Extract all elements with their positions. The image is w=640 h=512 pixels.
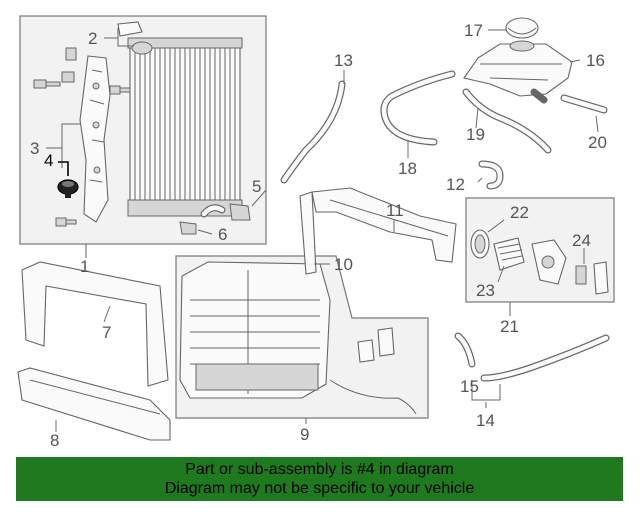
callout-12: 12 [446,175,465,194]
air-deflector-7 [21,261,169,387]
banner-line-2: Diagram may not be specific to your vehi… [164,480,475,497]
callout-15: 15 [460,377,479,396]
callout-20: 20 [588,133,607,152]
pipe-14 [480,334,610,382]
clip [61,71,75,83]
callout-21: 21 [500,317,519,336]
callout-1: 1 [80,257,89,276]
mount-grommet [131,41,153,55]
lower-deflector-8 [17,367,171,441]
parts-diagram: 1 2 3 4 5 6 7 8 9 10 11 12 13 14 15 16 1… [17,15,615,450]
callout-9: 9 [300,425,309,444]
callout-14: 14 [476,411,495,430]
clip [65,47,77,61]
callout-18: 18 [398,159,417,178]
callout-23: 23 [476,281,495,300]
callout-16: 16 [586,51,605,70]
banner-line-1: Part or sub-assembly is #4 in diagram [185,461,454,478]
thermostat-kit-panel [465,197,615,303]
callout-4: 4 [44,151,53,170]
callout-7: 7 [102,323,111,342]
callout-19: 19 [466,125,485,144]
sensor [179,221,197,235]
bolt [55,217,77,227]
part-24-sensor [575,265,587,285]
callout-17: 17 [464,21,483,40]
callout-3: 3 [30,139,39,158]
hose-12 [478,160,504,190]
callout-13: 13 [334,51,353,70]
callout-10: 10 [334,255,353,274]
hose-18 [380,70,456,146]
callouts: 1 2 3 4 5 6 7 8 9 10 11 12 13 14 15 16 1… [30,21,607,450]
callout-5: 5 [252,177,261,196]
hose-15 [454,332,476,368]
mount-insulator [117,21,143,37]
callout-6: 6 [218,225,227,244]
radiator-assembly-panel [19,15,267,245]
callout-11: 11 [386,201,404,220]
bolt [109,85,131,95]
coolant-reservoir [463,17,573,104]
hose-19 [462,88,552,154]
drain-valve [229,203,251,221]
bolt [33,79,61,89]
info-banner: Part or sub-assembly is #4 in diagram Di… [16,457,623,501]
part-17-cap [505,17,539,39]
side-bracket [79,55,111,223]
radiator-core [127,37,243,217]
part-4-grommet [57,179,79,198]
shutter-assembly-panel [175,255,429,419]
side-baffle [299,191,317,275]
hose-13 [280,80,346,184]
hose-20 [560,94,608,114]
part-23-thermostat [493,237,525,271]
callout-24: 24 [572,231,591,250]
callout-8: 8 [50,431,59,450]
leader-lines [46,28,599,432]
callout-2: 2 [88,29,97,48]
upper-baffle [311,187,457,263]
callout-22: 22 [510,203,529,222]
